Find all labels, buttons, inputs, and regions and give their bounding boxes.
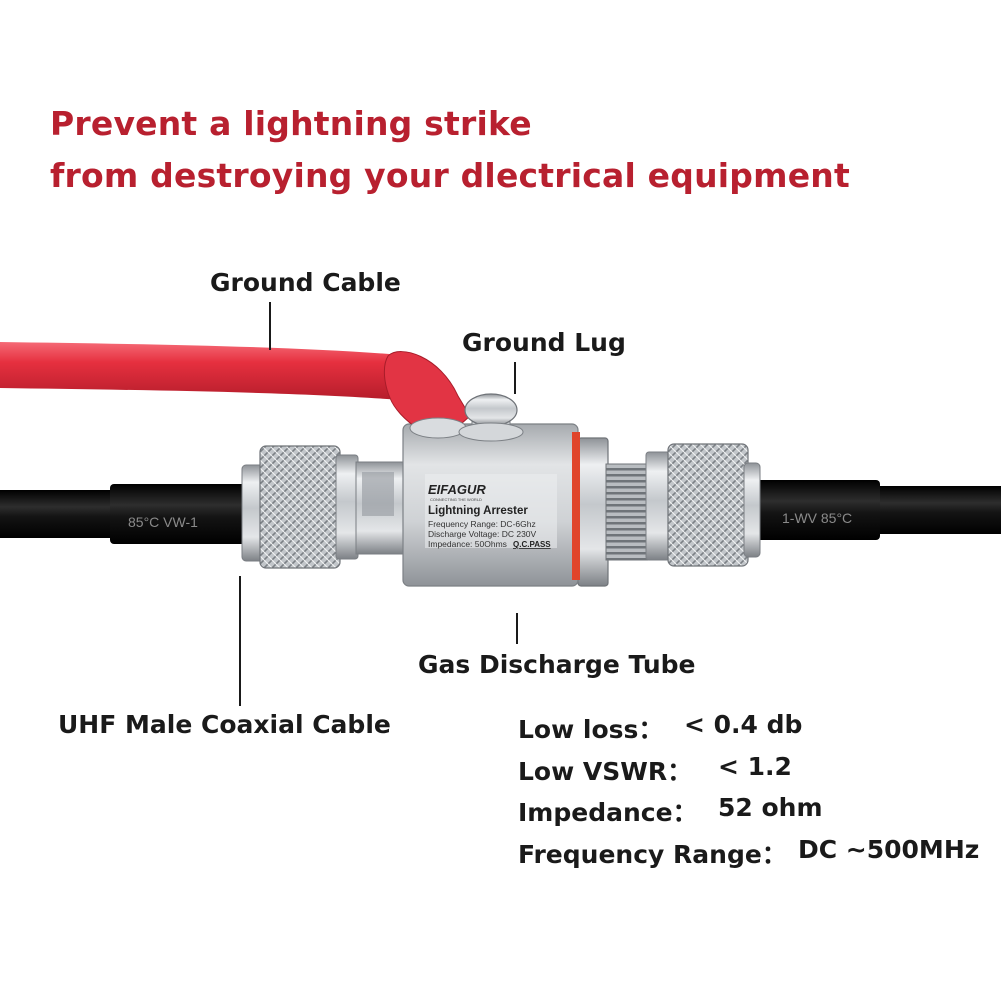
right-threads bbox=[605, 463, 649, 561]
spec-impedance: Impedance： 52 ohm bbox=[518, 793, 823, 829]
ground-cable bbox=[0, 342, 414, 400]
right-heat-shrink bbox=[750, 480, 880, 540]
right-knurled-nut bbox=[667, 443, 749, 567]
spec-label: Low VSWR： bbox=[518, 757, 693, 786]
left-connector-collar bbox=[335, 454, 359, 560]
spec-low-vswr: Low VSWR： < 1.2 bbox=[518, 752, 792, 788]
brand-tagline: CONNECTING THE WORLD bbox=[430, 497, 482, 502]
spec-value: 52 ohm bbox=[718, 793, 823, 822]
spec-low-loss: Low loss： < 0.4 db bbox=[518, 710, 802, 746]
label-frequency: Frequency Range: DC-6Ghz bbox=[428, 519, 536, 529]
left-connector-flat bbox=[362, 472, 394, 516]
ground-lug-screw-head bbox=[464, 393, 518, 427]
label-impedance: Impedance: 50Ohms bbox=[428, 539, 507, 549]
ground-lug-washer bbox=[458, 422, 524, 442]
right-connector-back bbox=[743, 462, 761, 558]
spec-value: DC ~500MHz bbox=[798, 835, 980, 864]
red-gasket bbox=[572, 432, 580, 580]
left-knurled-nut bbox=[259, 445, 341, 569]
spec-label: Frequency Range： bbox=[518, 840, 787, 869]
right-cable-print: 1-WV 85°C bbox=[782, 510, 852, 526]
spec-value: < 1.2 bbox=[718, 752, 792, 781]
spec-value: < 0.4 db bbox=[684, 710, 803, 739]
right-connector-collar bbox=[645, 451, 671, 561]
callout-ground-cable: Ground Cable bbox=[210, 268, 401, 297]
headline-line-2: from destroying your dlectrical equipmen… bbox=[50, 156, 850, 195]
headline-line-1: Prevent a lightning strike bbox=[50, 104, 532, 143]
brand-logo: EIFAGUR bbox=[428, 482, 486, 497]
ground-lug-ring bbox=[409, 417, 467, 439]
callout-gas-discharge-tube: Gas Discharge Tube bbox=[418, 650, 696, 679]
spec-label: Low loss： bbox=[518, 715, 664, 744]
label-title: Lightning Arrester bbox=[428, 505, 528, 517]
spec-label: Impedance： bbox=[518, 798, 698, 827]
arrester-label bbox=[425, 474, 557, 548]
spec-frequency-range: Frequency Range： DC ~500MHz bbox=[518, 835, 979, 871]
label-discharge: Discharge Voltage: DC 230V bbox=[428, 529, 537, 539]
label-qc: Q.C.PASS bbox=[513, 540, 551, 549]
left-heat-shrink bbox=[110, 484, 260, 544]
right-nut bbox=[577, 437, 609, 587]
left-cable-print: 85°C VW-1 bbox=[128, 514, 198, 530]
callout-ground-lug: Ground Lug bbox=[462, 328, 626, 357]
callout-uhf-cable: UHF Male Coaxial Cable bbox=[58, 710, 391, 739]
